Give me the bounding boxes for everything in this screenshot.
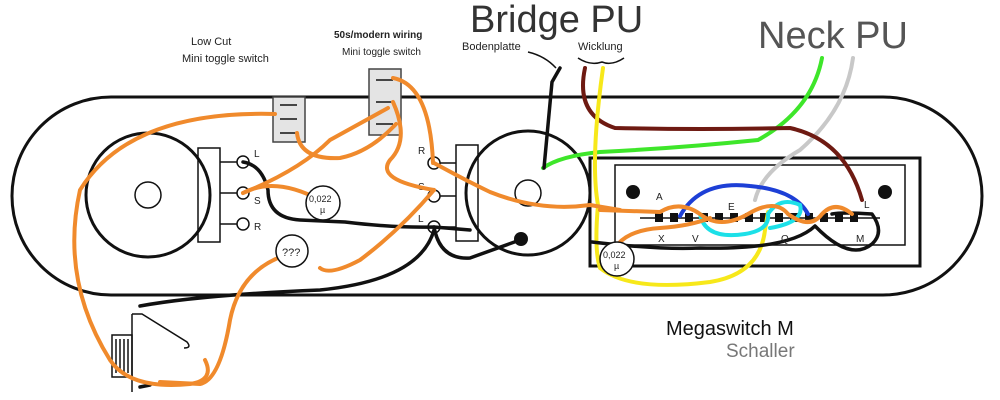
jack-ground-lower [138, 383, 152, 389]
megaswitch-label-a: A [656, 192, 663, 203]
fifties-sublabel: Mini toggle switch [342, 47, 421, 58]
megaswitch-lug [655, 213, 663, 222]
lowcut-to-pot-wire [295, 122, 398, 161]
control-plate [10, 95, 984, 297]
bridge-pu-brown-wire [581, 66, 864, 202]
megaswitch-label-x: X [658, 234, 665, 245]
capacitor-3 [599, 241, 635, 277]
tone-pot [84, 131, 250, 259]
neck-pu-grey-wire [753, 56, 855, 202]
capacitor-2 [275, 234, 309, 268]
megaswitch-lug [775, 213, 783, 222]
capacitor-3-value: 0,022 [603, 250, 626, 260]
schaller-brand: Schaller [726, 341, 795, 362]
low-cut-toggle-switch [272, 96, 306, 143]
fifties-toggle-top-wire [391, 76, 435, 165]
output-jack [111, 313, 190, 392]
bridge-pu-ground-wire [542, 66, 562, 170]
capacitor-3-unit: µ [614, 261, 619, 271]
megaswitch-label-e: E [728, 202, 735, 213]
megaswitch-label-q: Q [781, 234, 789, 245]
megaswitch-lug [835, 213, 843, 222]
megaswitch-body [588, 156, 922, 268]
bridge-pu-yellow-wire [592, 66, 770, 287]
capacitor-2-value: ??? [282, 247, 300, 259]
volume-pot-lug-r: R [418, 146, 425, 157]
volume-pot-solder-point [514, 232, 528, 246]
megaswitch-label-m: M [856, 234, 864, 245]
capacitor-1-value: 0,022 [309, 194, 332, 204]
ground-bus-wire [241, 160, 472, 232]
megaswitch-lug [805, 213, 813, 222]
tone-pot-lug-s: S [254, 196, 261, 207]
bridge-pu-title: Bridge PU [470, 0, 643, 41]
megaswitch-label-v: V [692, 234, 699, 245]
bodenplatte-pointer [527, 51, 557, 69]
volume-pot-lug-l: L [418, 214, 424, 225]
switch-black-ground-loop [590, 211, 881, 252]
megaswitch-lug [745, 213, 753, 222]
capacitor-1 [305, 185, 341, 221]
megaswitch-lug [820, 213, 828, 222]
switch-blue-jumper [678, 183, 810, 218]
vol-to-switch-wire [432, 161, 622, 212]
fifties-label: 50s/modern wiring [334, 30, 422, 41]
megaswitch-lug [670, 213, 678, 222]
neck-pu-title: Neck PU [758, 15, 908, 57]
neck-pu-green-wire [541, 56, 824, 170]
jack-ground-wire [138, 228, 436, 308]
tone-pot-lug-r: R [254, 222, 261, 233]
megaswitch-lug [730, 213, 738, 222]
wicklung-bracket [577, 57, 625, 65]
megaswitch-lug [850, 213, 858, 222]
bodenplatte-label: Bodenplatte [462, 41, 521, 53]
megaswitch-label-l: L [864, 200, 870, 211]
tone-pot-lug-l: L [254, 149, 260, 160]
jack-hot-wire [158, 253, 288, 386]
pot-body-ground [432, 225, 522, 260]
switch-orange-jumper [598, 204, 854, 224]
low-cut-label: Low Cut [191, 36, 231, 48]
cap-mid-wire [318, 188, 436, 273]
switch-cyan-jumper [698, 200, 803, 237]
cap-to-switch-wire [616, 216, 712, 246]
fifties-to-vol-wire [385, 100, 436, 192]
megaswitch-brand: Megaswitch M [666, 318, 794, 340]
volume-pot [427, 129, 592, 257]
megaswitch-lug [715, 213, 723, 222]
megaswitch-lug [685, 213, 693, 222]
wicklung-label: Wicklung [578, 41, 623, 53]
megaswitch-lug [760, 213, 768, 222]
capacitor-1-unit: µ [320, 205, 325, 215]
low-cut-sublabel: Mini toggle switch [182, 53, 269, 65]
